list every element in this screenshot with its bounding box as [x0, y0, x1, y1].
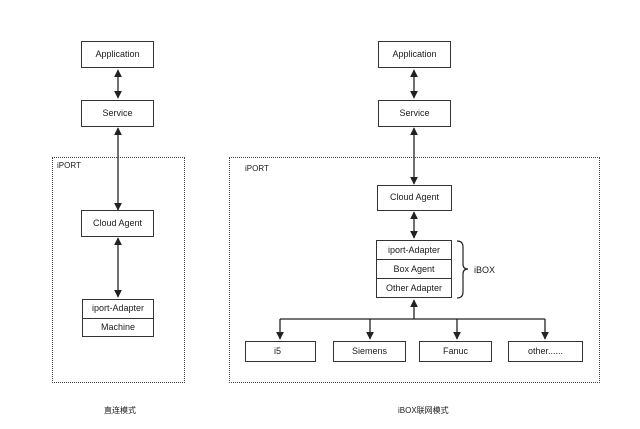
- right-service-box: Service: [378, 100, 451, 127]
- device-other-box: other......: [508, 341, 583, 362]
- left-iport-adapter-cell: iport-Adapter: [83, 300, 153, 319]
- right-application-box: Application: [378, 41, 451, 68]
- left-caption: 直连模式: [104, 406, 136, 415]
- right-caption: iBOX联网模式: [398, 406, 449, 415]
- right-iport-label: iPORT: [245, 164, 269, 173]
- device-i5-box: i5: [245, 341, 316, 362]
- device-fanuc-box: Fanuc: [419, 341, 492, 362]
- ibox-brace-label: iBOX: [474, 265, 496, 275]
- right-iport-region: [229, 157, 600, 383]
- right-other-adapter-cell: Other Adapter: [385, 282, 443, 293]
- left-service-box: Service: [81, 100, 154, 127]
- right-box-agent-cell: Box Agent: [377, 260, 451, 279]
- ibox-brace: [456, 240, 469, 299]
- left-application-box: Application: [81, 41, 154, 68]
- left-cloud-agent-box: Cloud Agent: [81, 210, 154, 237]
- right-iport-adapter-cell: iport-Adapter: [377, 241, 451, 260]
- left-adapter-stack: iport-Adapter Machine: [82, 299, 154, 337]
- left-machine-cell: Machine: [100, 321, 136, 332]
- device-siemens-box: Siemens: [333, 341, 406, 362]
- right-ibox-stack: iport-Adapter Box Agent Other Adapter: [376, 240, 452, 298]
- left-iport-region: [52, 157, 185, 383]
- right-cloud-agent-box: Cloud Agent: [377, 185, 452, 211]
- left-iport-label: iPORT: [57, 161, 81, 170]
